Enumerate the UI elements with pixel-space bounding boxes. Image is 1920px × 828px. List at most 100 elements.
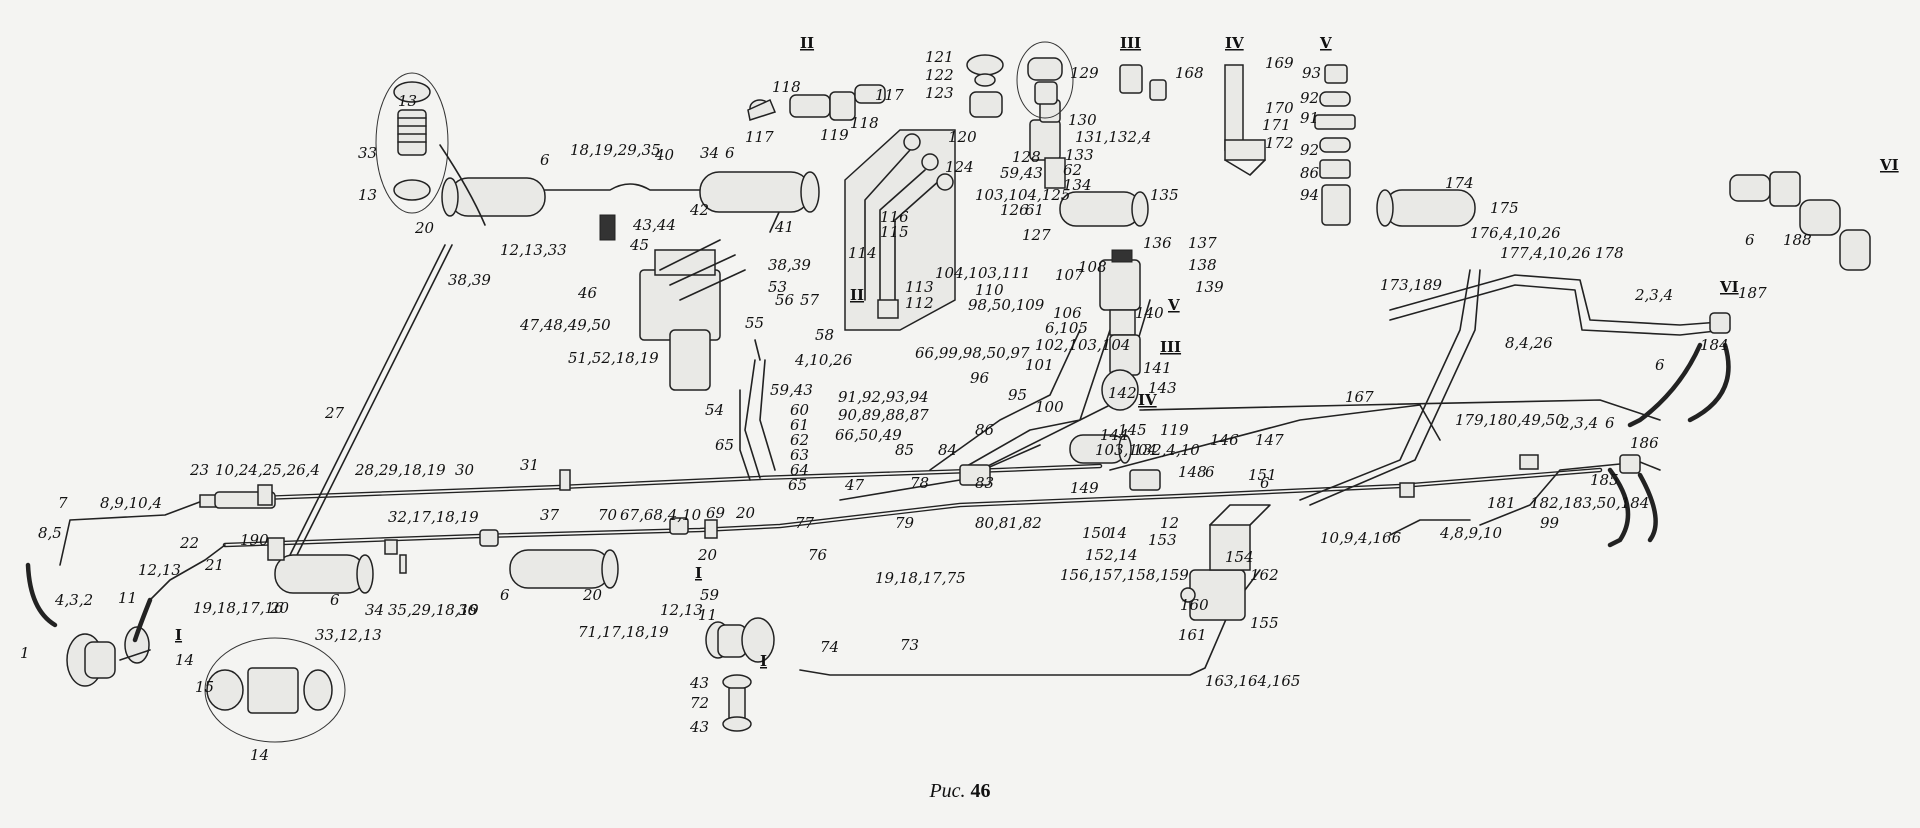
- callout: 32,17,18,19: [388, 508, 479, 526]
- callout: 66,50,49: [835, 426, 902, 444]
- callout: 38,39: [768, 256, 811, 274]
- callout: 142: [1108, 384, 1137, 402]
- callout: 120: [948, 128, 977, 146]
- callout: 21: [204, 556, 224, 574]
- callout: 76: [808, 546, 828, 564]
- callout: 188: [1783, 231, 1812, 249]
- callout: 134: [1063, 176, 1092, 194]
- callout: 119: [1160, 421, 1189, 439]
- callout: 56: [775, 291, 795, 309]
- callout: 34: [365, 601, 384, 619]
- tee-fittings: [199, 312, 1731, 574]
- callout: 167: [1345, 388, 1374, 406]
- callout: 136: [1143, 234, 1172, 252]
- callout: 96: [970, 369, 990, 387]
- callout: 69: [706, 504, 726, 522]
- callout: 110: [975, 281, 1004, 299]
- callout: 190: [240, 531, 269, 549]
- callout: 86: [975, 421, 995, 439]
- callout: 28,29,18,19: [354, 461, 446, 479]
- callout: 33: [358, 144, 377, 162]
- callout: 8,4,26: [1505, 334, 1553, 352]
- receiver-144: [1069, 434, 1132, 464]
- callout: 43: [689, 718, 709, 736]
- callout: 186: [1630, 434, 1659, 452]
- callout: 98,50,109: [968, 296, 1045, 314]
- callout: 179,180,49,50: [1455, 411, 1565, 429]
- callout: 61: [1025, 201, 1044, 219]
- callout: 135: [1150, 186, 1179, 204]
- callout: 22: [179, 534, 199, 552]
- valve-stack-136: [1099, 249, 1141, 411]
- components: [25, 99, 1731, 687]
- callout: 92: [1300, 89, 1319, 107]
- callout: 177,4,10,26: [1500, 244, 1591, 262]
- callout: 10,9,4,166: [1320, 529, 1402, 547]
- callout: 94: [1300, 186, 1319, 204]
- callout: 145: [1118, 421, 1147, 439]
- callout: 8,9,10,4: [100, 494, 162, 512]
- callout: 163,164,165: [1205, 672, 1300, 690]
- callout: 174: [1445, 174, 1474, 192]
- callout: 45: [629, 236, 649, 254]
- callout: 146: [1210, 431, 1239, 449]
- callout: 185: [1590, 471, 1619, 489]
- callout: 6: [1605, 414, 1615, 432]
- callout: 66,99,98,50,97: [915, 344, 1030, 362]
- callout: 38,39: [448, 271, 491, 289]
- callout: 112: [905, 294, 934, 312]
- callout: 130: [1068, 111, 1097, 129]
- callout: 140: [1135, 304, 1164, 322]
- brake-valve-161: [1180, 504, 1271, 621]
- figure-caption: Рис. 46: [0, 780, 1920, 803]
- callout: 92: [1300, 141, 1319, 159]
- callout: 6: [1260, 474, 1270, 492]
- callout: 114: [848, 244, 877, 262]
- callout: 168: [1175, 64, 1204, 82]
- callout: 108: [1078, 258, 1107, 276]
- callout: 95: [1008, 386, 1027, 404]
- callout: 127: [1022, 226, 1051, 244]
- brake-chamber-front-left: [66, 626, 151, 687]
- callout: 6: [1655, 356, 1665, 374]
- callout: 11: [698, 606, 717, 624]
- callout: 171: [1262, 116, 1291, 134]
- callout: 71,17,18,19: [578, 623, 669, 641]
- callout: 148: [1178, 463, 1207, 481]
- callout: 101: [1025, 356, 1054, 374]
- callout: 55: [745, 314, 764, 332]
- callout: 65: [715, 436, 734, 454]
- inset-II: [747, 84, 886, 121]
- callout: 178: [1595, 244, 1624, 262]
- callout: 73: [900, 636, 919, 654]
- callout: 61: [790, 416, 809, 434]
- callout: 6,105: [1045, 319, 1088, 337]
- callout: 102,103,104: [1035, 336, 1130, 354]
- section-mark: V: [1319, 34, 1332, 52]
- callout: 144: [1100, 426, 1129, 444]
- callout: 46: [577, 284, 598, 302]
- callout: 113: [905, 278, 934, 296]
- receiver-bottom-mid: [509, 549, 619, 589]
- callout: 129: [1070, 64, 1099, 82]
- receiver-174: [1376, 189, 1476, 227]
- callout: 119: [820, 126, 849, 144]
- callout: 77: [795, 514, 815, 532]
- callout: 132,4,10: [1133, 441, 1200, 459]
- callout: 126: [1000, 201, 1029, 219]
- callout: 62: [790, 431, 809, 449]
- callout: 8,5: [38, 524, 62, 542]
- callout: 154: [1225, 548, 1254, 566]
- callout: 150: [1082, 524, 1111, 542]
- callout: 64: [790, 461, 809, 479]
- callout: 14: [250, 746, 269, 764]
- callout: 42: [689, 201, 709, 219]
- callout: 151: [1248, 466, 1277, 484]
- callout: 116: [880, 208, 909, 226]
- callout: 176,4,10,26: [1470, 224, 1561, 242]
- valve-panel: [844, 129, 956, 331]
- flex-hoses: [25, 342, 1731, 643]
- callout: 143: [1148, 379, 1177, 397]
- section-mark: III: [1160, 338, 1181, 356]
